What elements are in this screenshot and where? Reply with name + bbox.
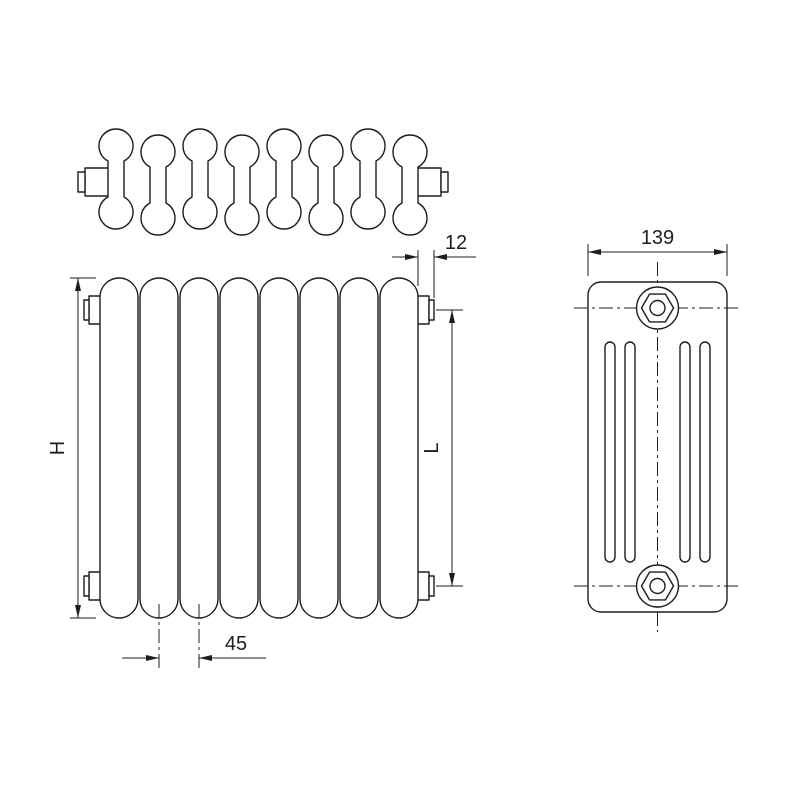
radiator-section-top [182, 128, 218, 230]
radiator-section-top [350, 128, 386, 230]
dimension-pipe-centres: L [421, 309, 463, 587]
dimension-depth: 139 [587, 227, 728, 276]
connection-stub-right [416, 167, 449, 197]
radiator-column [99, 277, 139, 619]
hex-plug-top [635, 286, 680, 330]
radiator-column [179, 277, 219, 619]
stub-pipe [84, 167, 110, 197]
dimension-label-length: L [421, 442, 443, 453]
side-slot [604, 341, 616, 563]
radiator-section-top [224, 134, 260, 236]
dimension-label-depth: 139 [641, 227, 674, 249]
radiator-column [259, 277, 299, 619]
side-slot [679, 341, 691, 563]
radiator-column [219, 277, 259, 619]
radiator-column [339, 277, 379, 619]
connection-stub-bottom-left [83, 571, 103, 601]
side-view: 139 [574, 227, 741, 632]
stub-cap [428, 299, 435, 321]
dimension-label-offset: 12 [445, 232, 467, 254]
dimension-label-height: H [47, 441, 69, 455]
stub-cap [428, 575, 435, 597]
dimension-section-pitch: 45 [122, 604, 266, 672]
radiator-section-top [308, 134, 344, 236]
connection-stub-bottom-right [415, 571, 435, 601]
hex-plug-bottom [635, 564, 680, 608]
radiator-column [139, 277, 179, 619]
dimension-label-pitch: 45 [225, 633, 247, 655]
stub-cap [83, 575, 90, 597]
radiator-column [379, 277, 419, 619]
stub-cap [440, 171, 449, 193]
stub-cap [77, 171, 86, 193]
connection-stub-top-right [415, 295, 435, 325]
stub-pipe [416, 167, 442, 197]
side-slot [624, 341, 636, 563]
radiator-section-top [266, 128, 302, 230]
connection-stub-left [77, 167, 110, 197]
front-view [83, 277, 435, 619]
dimension-overall-height: H [47, 277, 96, 619]
dimension-connection-offset: 12 [392, 232, 476, 298]
top-view [77, 128, 449, 236]
radiator-section-top [140, 134, 176, 236]
side-slot [699, 341, 711, 563]
stub-cap [83, 299, 90, 321]
radiator-column [299, 277, 339, 619]
